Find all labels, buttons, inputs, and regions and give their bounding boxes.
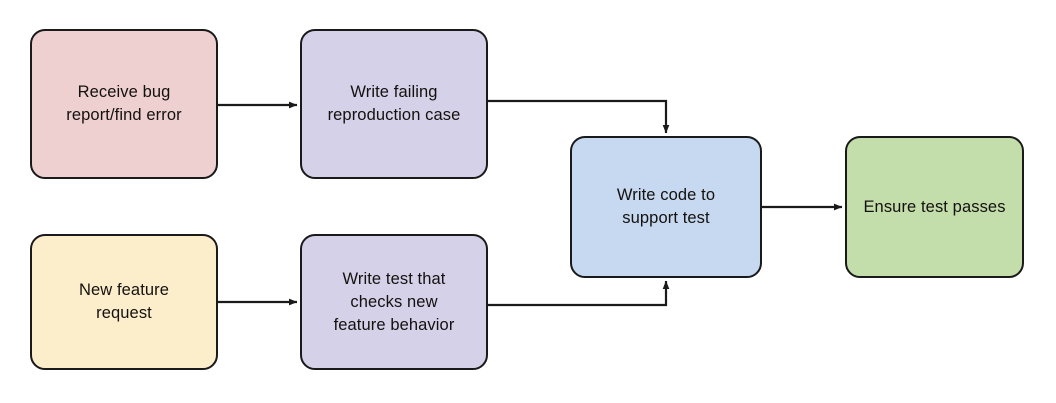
node-write-test-checks-new-feature-behavior[interactable]: Write test that checks new feature behav… <box>300 234 488 370</box>
node-label: Receive bug report/find error <box>66 83 182 124</box>
edge-failing-to-code <box>488 99 670 134</box>
node-new-feature-request[interactable]: New feature request <box>30 234 218 370</box>
node-label: Ensure test passes <box>863 197 1006 216</box>
node-label: New feature request <box>78 281 170 322</box>
node-label: Write failing reproduction case <box>327 83 461 124</box>
node-ensure-test-passes[interactable]: Ensure test passes <box>845 136 1024 278</box>
node-write-code-to-support-test[interactable]: Write code to support test <box>570 136 762 278</box>
node-label: Write code to support test <box>616 186 716 227</box>
node-receive-bug-report[interactable]: Receive bug report/find error <box>30 29 218 179</box>
edge-test-to-code <box>488 280 670 307</box>
node-label: Write test that checks new feature behav… <box>333 269 455 334</box>
node-write-failing-reproduction-case[interactable]: Write failing reproduction case <box>300 29 488 179</box>
